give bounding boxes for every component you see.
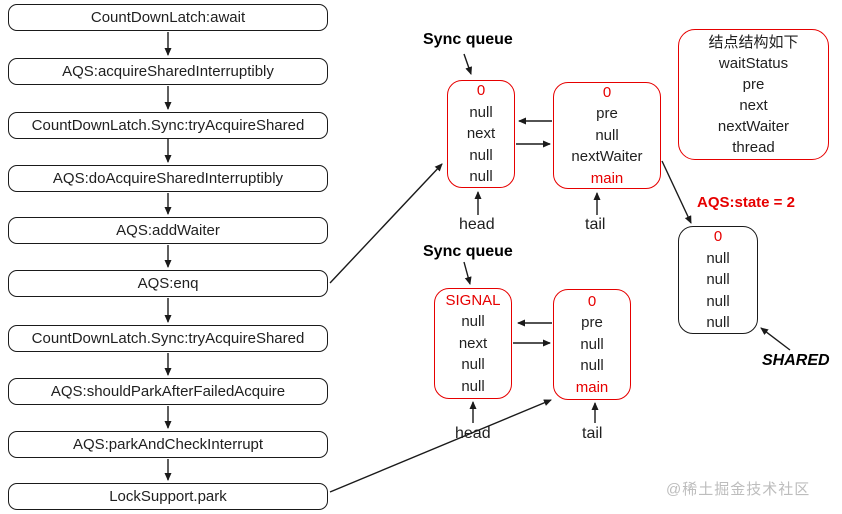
- shared-pointer-arrow: [760, 327, 791, 351]
- sync-queue-bottom-pointer-arrow: [463, 261, 472, 285]
- flow-step-label: AQS:shouldParkAfterFailedAcquire: [50, 383, 286, 400]
- sync-queue-top-pointer-arrow: [463, 53, 472, 75]
- node-row-nextwaiter: null: [469, 146, 493, 164]
- flow-step-locksupport-park: LockSupport.park: [8, 483, 328, 510]
- flow-step-should-park: AQS:shouldParkAfterFailedAcquire: [8, 378, 328, 405]
- node-row-next: null: [595, 126, 619, 144]
- queue-top-tail-pointer-label: tail: [585, 216, 606, 233]
- legend-row-pre: pre: [742, 75, 765, 93]
- node-row-thread: null: [469, 168, 493, 186]
- node-structure-legend: 结点结构如下 waitStatus pre next nextWaiter th…: [678, 29, 829, 160]
- flow-step-label: LockSupport.park: [109, 488, 227, 505]
- tail-to-shared-node-arrow: [661, 160, 692, 224]
- queue-bottom-tail-node: 0 pre null null main: [553, 289, 631, 400]
- flow-step-label: AQS:doAcquireSharedInterruptibly: [52, 170, 284, 187]
- flow-step-acquire-shared: AQS:acquireSharedInterruptibly: [8, 58, 328, 85]
- node-row-nextwaiter: null: [461, 356, 485, 374]
- node-row-nextwaiter: nextWaiter: [571, 148, 643, 166]
- node-row-next: next: [458, 334, 488, 352]
- node-row-thread: main: [590, 169, 624, 187]
- flow-step-label: CountDownLatch:await: [90, 9, 246, 26]
- queue-bottom-tail-pointer-label: tail: [582, 425, 603, 442]
- flow-step-add-waiter: AQS:addWaiter: [8, 217, 328, 244]
- node-row-nextwaiter: null: [706, 292, 730, 310]
- flow-step-label: AQS:parkAndCheckInterrupt: [72, 436, 264, 453]
- flow-step-label: AQS:enq: [137, 275, 199, 292]
- flow-step-try-acquire-shared-2: CountDownLatch.Sync:tryAcquireShared: [8, 325, 328, 352]
- node-row-waitstatus: 0: [713, 228, 723, 246]
- flow-step-label: AQS:acquireSharedInterruptibly: [62, 63, 274, 80]
- flow-step-label: CountDownLatch.Sync:tryAcquireShared: [31, 330, 305, 347]
- node-row-nextwaiter: null: [580, 357, 604, 375]
- legend-row-thread: thread: [732, 138, 775, 156]
- node-row-pre: null: [706, 249, 730, 267]
- legend-row-waitstatus: waitStatus: [718, 54, 789, 72]
- queue-top-head-node: 0 null next null null: [447, 80, 515, 188]
- flow-step-try-acquire-shared-1: CountDownLatch.Sync:tryAcquireShared: [8, 112, 328, 139]
- queue-bottom-head-node: SIGNAL null next null null: [434, 288, 512, 399]
- aqs-state-label: AQS:state = 2: [697, 194, 795, 211]
- sync-queue-bottom-label: Sync queue: [423, 243, 513, 260]
- node-row-pre: pre: [596, 105, 618, 123]
- node-row-waitstatus: SIGNAL: [445, 291, 501, 309]
- legend-row-nextwaiter: nextWaiter: [717, 117, 790, 135]
- legend-title: 结点结构如下: [708, 33, 799, 51]
- node-row-thread: null: [461, 377, 485, 395]
- shared-node: 0 null null null null: [678, 226, 758, 334]
- queue-top-tail-node: 0 pre null nextWaiter main: [553, 82, 661, 189]
- flow-step-do-acquire-shared: AQS:doAcquireSharedInterruptibly: [8, 165, 328, 192]
- node-row-next: next: [466, 125, 496, 143]
- node-row-next: null: [580, 335, 604, 353]
- node-row-thread: main: [575, 378, 609, 396]
- legend-row-next: next: [739, 96, 768, 114]
- enq-to-head-node-arrow: [329, 163, 443, 284]
- node-row-waitstatus: 0: [587, 292, 597, 310]
- sync-queue-top-label: Sync queue: [423, 31, 513, 48]
- flow-step-enq: AQS:enq: [8, 270, 328, 297]
- flow-step-park-and-check: AQS:parkAndCheckInterrupt: [8, 431, 328, 458]
- watermark: @稀土掘金技术社区: [666, 481, 811, 498]
- node-row-next: null: [706, 271, 730, 289]
- park-to-tail-node-arrow: [329, 399, 552, 493]
- flow-step-label: CountDownLatch.Sync:tryAcquireShared: [31, 117, 305, 134]
- node-row-pre: null: [469, 103, 493, 121]
- node-row-waitstatus: 0: [602, 83, 612, 101]
- node-row-waitstatus: 0: [476, 82, 486, 100]
- flow-step-await: CountDownLatch:await: [8, 4, 328, 31]
- node-row-pre: null: [461, 313, 485, 331]
- flow-step-label: AQS:addWaiter: [116, 222, 220, 239]
- queue-top-head-pointer-label: head: [459, 216, 495, 233]
- queue-bottom-head-pointer-label: head: [455, 425, 491, 442]
- shared-mode-label: SHARED: [762, 352, 830, 369]
- node-row-pre: pre: [581, 314, 603, 332]
- node-row-thread: null: [706, 314, 730, 332]
